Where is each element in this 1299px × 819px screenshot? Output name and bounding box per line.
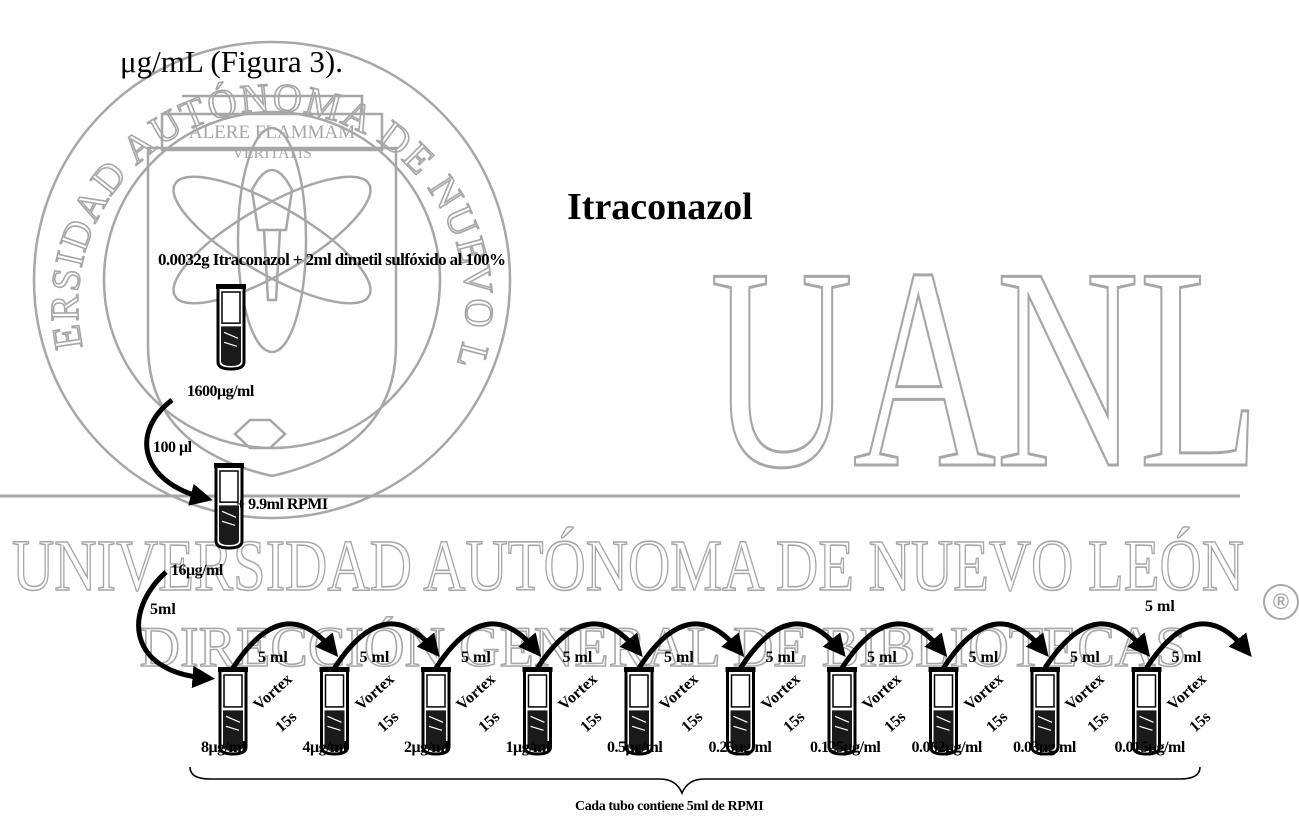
- transfer-arrow-4: [535, 621, 643, 670]
- series-tube-9: [1030, 667, 1060, 756]
- arrow-stock-to-dilution: [144, 398, 213, 506]
- seal-motto-2: VERITATIS: [232, 145, 312, 162]
- transfer-volume-label: 5 ml: [258, 649, 288, 666]
- transfer-arrow-1: [230, 621, 339, 670]
- transfer-volume-label: 5 ml: [1070, 649, 1100, 666]
- stock-tube: [216, 284, 246, 371]
- tube-concentration-label: 0.25μg/ml: [708, 739, 772, 756]
- footnote: Cada tubo contiene 5ml de RPMI: [575, 799, 764, 814]
- series-tube-8: [928, 667, 959, 756]
- tube-concentration-label: 8μg/ml: [201, 739, 246, 756]
- series-tube-6: [725, 667, 756, 756]
- tube-concentration-label: 0.062μg/ml: [911, 739, 983, 756]
- tube-concentration-label: 2μg/ml: [404, 739, 449, 756]
- arrow-dilution-to-series: [136, 570, 215, 689]
- series-tube-5: [624, 667, 654, 756]
- series-tube-2: [319, 667, 350, 756]
- preparation-formula: 0.0032g Itraconazol + 2ml dimetil sulfóx…: [158, 250, 506, 269]
- registered-mark: ®: [1263, 584, 1299, 620]
- transfer-volume-label: 5 ml: [968, 649, 999, 666]
- tube-concentration-label: 0.5μg/ml: [607, 739, 663, 756]
- stock-concentration: 1600μg/ml: [187, 383, 254, 400]
- diagram-title: Itraconazol: [567, 186, 753, 228]
- transfer-volume-label: 5 ml: [1171, 649, 1202, 666]
- first-transfer-volume: 5ml: [150, 601, 176, 618]
- final-transfer-volume-label: 5 ml: [1145, 598, 1175, 615]
- transfer-arrow-3: [433, 621, 542, 670]
- series-tube-3: [421, 667, 451, 756]
- intro-text: μg/mL (Figura 3).: [120, 44, 343, 79]
- series-tube-10: [1131, 667, 1162, 756]
- transfer-arrow-6: [738, 621, 846, 670]
- transfer-arrow-2: [332, 621, 440, 670]
- tube-concentration-label: 1μg/ml: [505, 739, 551, 756]
- dilution-medium: + 9.9ml RPMI: [236, 496, 328, 513]
- intermediate-concentration: 16μg/ml: [171, 562, 223, 579]
- transfer-arrow-10: [1144, 621, 1252, 670]
- transfer-volume-label: 5 ml: [664, 649, 694, 666]
- transfer-volume-label: 5 ml: [359, 649, 390, 666]
- tube-concentration-label: 0.03μg/ml: [1013, 739, 1076, 756]
- transfer-arrow-7: [839, 621, 948, 670]
- transfer-arrow-8: [941, 621, 1049, 670]
- transfer-volume-label: 5 ml: [461, 649, 491, 666]
- series-tube-1: [218, 667, 248, 756]
- transfer-volume-label: 5 ml: [562, 649, 593, 666]
- series-tube-7: [827, 667, 857, 756]
- rpmi-dilution-tube: [214, 463, 244, 550]
- transfer-arrow-9: [1042, 621, 1151, 670]
- tube-concentration-label: 4μg/ml: [302, 739, 348, 756]
- transfer-arrow-5: [636, 621, 745, 670]
- tube-concentration-label: 0.125μg/ml: [810, 739, 881, 756]
- transfer-volume-label: 5 ml: [867, 649, 897, 666]
- uanl-logo: UANL: [710, 209, 1260, 528]
- tube-concentration-label: 0.015μg/ml: [1114, 739, 1186, 756]
- seal-motto-1: ALERE FLAMMAM: [189, 122, 355, 143]
- series-tube-4: [522, 667, 553, 756]
- transfer-volume-label: 5 ml: [765, 649, 796, 666]
- transfer-volume: 100 μl: [153, 439, 192, 456]
